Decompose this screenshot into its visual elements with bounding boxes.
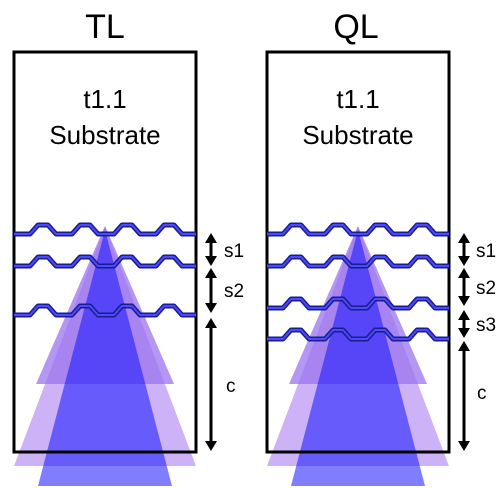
- panel-tl-dimension-c: c: [205, 318, 236, 451]
- panel-ql-interface-4: [267, 327, 449, 342]
- panel-tl-beam-core: [38, 230, 172, 486]
- panel-ql-interfaces: [267, 222, 449, 342]
- panel-tl-title: TL: [85, 8, 125, 46]
- panel-ql-dimension-c: c: [458, 341, 487, 451]
- panel-ql-label-s3: s3: [476, 315, 496, 336]
- panel-tl-dimension-s2: s2: [205, 268, 244, 313]
- panel-tl-dimension-s1: s1: [205, 233, 244, 266]
- panel-ql-label-c: c: [477, 383, 487, 404]
- panel-ql-beam: [267, 226, 449, 486]
- panel-ql-dimension-s2: s2: [458, 268, 496, 306]
- panel-tl-interface-2: [14, 254, 196, 269]
- panel-ql-beam-core: [291, 230, 425, 486]
- panel-tl: TL t1.1 Substrate: [12, 8, 244, 486]
- panel-ql-interface-2: [267, 254, 449, 269]
- panel-ql: QL t1.1 Substrate: [265, 8, 496, 486]
- panel-ql-label-s1: s1: [476, 241, 496, 262]
- panel-ql-interface-3: [267, 296, 449, 311]
- panel-ql-substrate-line1: t1.1: [336, 84, 379, 114]
- panel-tl-substrate-line1: t1.1: [83, 84, 126, 114]
- panel-tl-interface-1: [14, 222, 196, 237]
- panel-ql-dimension-s3: s3: [458, 310, 496, 338]
- panel-tl-interface-3: [14, 303, 196, 318]
- panel-tl-beam: [14, 226, 196, 486]
- panel-ql-dimension-s1: s1: [458, 233, 496, 266]
- panel-ql-label-s2: s2: [476, 278, 496, 299]
- panel-ql-interface-1: [267, 222, 449, 237]
- panel-tl-substrate-line2: Substrate: [49, 120, 160, 150]
- panel-tl-label-s1: s1: [224, 241, 244, 262]
- panel-tl-label-s2: s2: [224, 281, 244, 302]
- panel-ql-substrate-line2: Substrate: [302, 120, 413, 150]
- panel-tl-label-c: c: [226, 376, 236, 397]
- panel-tl-interfaces: [14, 222, 196, 318]
- panel-ql-title: QL: [333, 8, 378, 46]
